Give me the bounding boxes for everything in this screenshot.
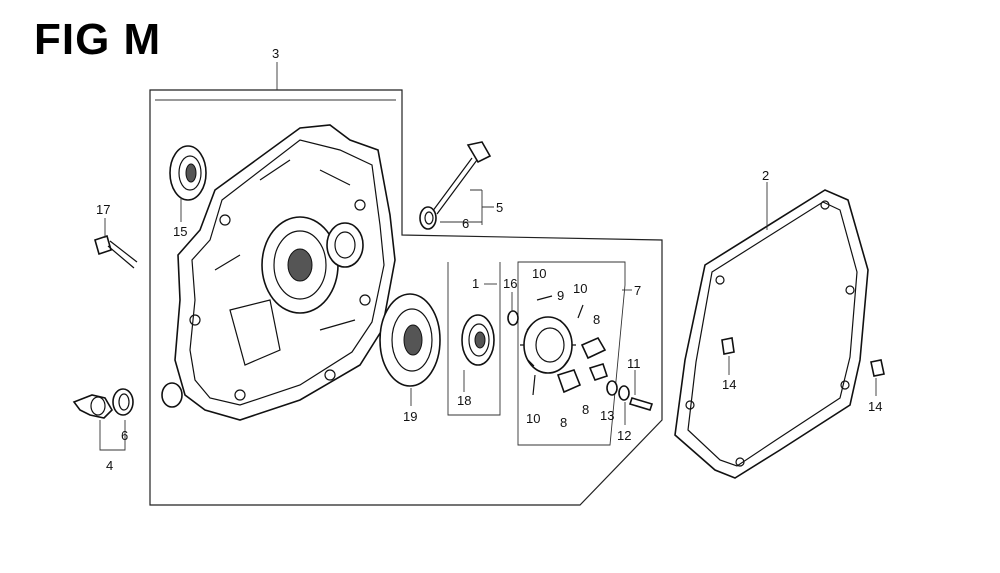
radial-ball-bearing-19: [379, 293, 441, 387]
callout-6b: 6: [462, 216, 469, 231]
holder-12: [618, 385, 630, 401]
callout-2: 2: [762, 168, 769, 183]
o-ring-6b: [419, 206, 437, 230]
callout-14a: 14: [722, 377, 736, 392]
governor-bracket-7: [517, 261, 626, 446]
callout-10a: 10: [532, 266, 546, 281]
callout-10c: 10: [526, 411, 540, 426]
pin-10c: [532, 374, 536, 396]
crankcase-gasket-2: [674, 189, 869, 479]
callout-11: 11: [627, 356, 641, 371]
oil-level-gauge-5: [431, 141, 492, 215]
governor-shaft-11: [628, 397, 654, 411]
figure-title: FIG M: [34, 15, 162, 64]
callout-10b: 10: [573, 281, 587, 296]
callout-15: 15: [173, 224, 187, 239]
governor-weight-8a: [580, 336, 607, 360]
governor-weight-8b: [556, 369, 582, 394]
dowel-pin-14b: [870, 359, 885, 377]
bearing-bracket-1: [447, 262, 501, 416]
callout-13: 13: [600, 408, 614, 423]
callout-14b: 14: [868, 399, 882, 414]
callout-16: 16: [503, 276, 517, 291]
governor-gear-9: [520, 316, 576, 374]
callout-4: 4: [106, 458, 113, 473]
callout-8c: 8: [582, 402, 589, 417]
oil-filler-cap-4: [72, 394, 114, 419]
callout-3: 3: [272, 46, 279, 61]
pin-10a: [536, 295, 553, 301]
o-ring-6a: [112, 388, 134, 416]
callout-12: 12: [617, 428, 631, 443]
callout-8b: 8: [560, 415, 567, 430]
ball-bearing-18: [461, 314, 495, 366]
governor-weight-8c: [588, 363, 609, 381]
callout-8a: 8: [593, 312, 600, 327]
assembly-bracket-3: [149, 89, 663, 506]
callout-9: 9: [557, 288, 564, 303]
clip-16: [507, 310, 519, 326]
flange-bolt-17: [94, 234, 138, 269]
callout-17: 17: [96, 202, 110, 217]
leader-lines: [99, 62, 877, 451]
washer-13: [606, 380, 618, 396]
pin-10b: [577, 304, 584, 319]
crankcase-cover: [161, 124, 396, 421]
callout-5: 5: [496, 200, 503, 215]
dowel-pin-14a: [721, 337, 735, 355]
callout-18: 18: [457, 393, 471, 408]
callout-6a: 6: [121, 428, 128, 443]
oil-seal-15: [169, 145, 207, 201]
callout-7: 7: [634, 283, 641, 298]
callout-19: 19: [403, 409, 417, 424]
callout-1: 1: [472, 276, 479, 291]
